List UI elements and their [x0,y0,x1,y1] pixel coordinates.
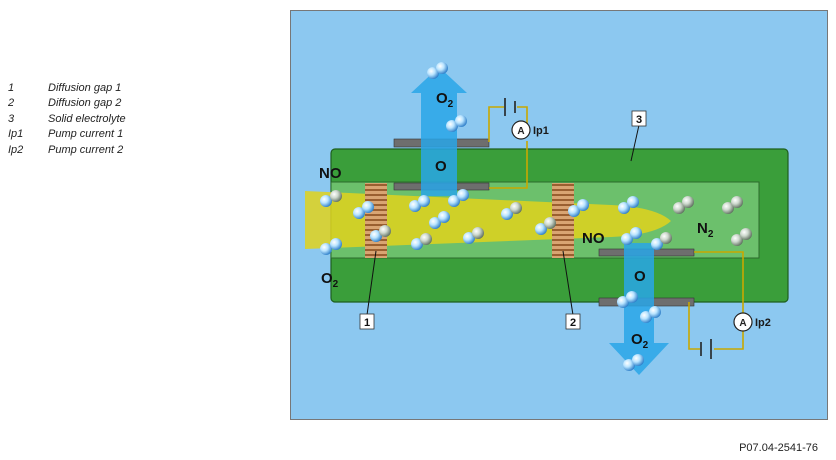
label-n2: N2 [697,220,714,240]
molecule [411,233,432,250]
molecule [535,217,556,235]
molecule [640,306,661,323]
molecule [623,354,644,371]
molecule [722,196,743,214]
molecule [621,227,642,245]
label-no-left: NO [319,165,342,182]
legend-key: 3 [8,112,15,125]
label-o-top: O [435,158,447,175]
molecule [353,201,374,219]
callout-2: 2 [562,250,581,330]
label-o2-top: O2 [436,90,454,110]
legend-text: Diffusion gap 2 [48,97,122,110]
molecule [673,196,694,214]
molecule [618,196,639,214]
molecule [429,211,450,229]
legend-text: Diffusion gap 1 [48,81,122,94]
pump-circuit-1 [488,106,528,189]
callout-3: 3 [630,110,647,162]
legend-row: 1 Diffusion gap 1 [8,80,126,96]
label-o-bottom: O [634,268,646,285]
legend-key: 1 [8,81,15,94]
ammeter-1-symbol: A [517,126,524,137]
ammeter-1 [511,120,531,140]
sensor-diagram-svg: A Ip1 A Ip2 [291,11,827,419]
molecule [448,189,469,207]
molecule [370,225,391,242]
molecule [501,202,522,220]
molecule [651,232,672,250]
label-no-middle: NO [582,230,605,247]
legend-text: Pump current 2 [48,143,124,156]
molecule [409,195,430,212]
ip1-label: Ip1 [533,125,549,137]
sensor-diagram: A Ip1 A Ip2 [290,10,828,420]
ammeter-2 [733,312,753,332]
oxygen-arrow-down [609,243,669,375]
legend-row: 2 Diffusion gap 2 [8,96,126,112]
legend-row: Ip2 Pump current 2 [8,142,126,158]
diffusion-gap-2 [552,183,574,258]
callout-1: 1 [359,250,377,330]
ip2-label: Ip2 [755,317,771,329]
legend-row: Ip1 Pump current 1 [8,127,126,143]
molecules [320,62,752,371]
pump-circuit-2 [688,251,744,350]
molecule [320,238,342,255]
legend-key: Ip2 [8,143,24,156]
callout-1-number: 1 [364,317,370,329]
legend-text: Solid electrolyte [48,112,126,125]
oxygen-arrow-up [411,67,467,196]
callout-2-number: 2 [570,317,576,329]
legend-text: Pump current 1 [48,128,124,141]
legend-key: 2 [8,97,15,110]
diffusion-gap-1 [365,183,387,258]
molecule [617,291,638,308]
molecule [568,199,589,217]
ammeter-2-symbol: A [739,318,746,329]
label-o2-left: O2 [321,270,339,290]
molecule [463,227,484,244]
label-o2-bottom: O2 [631,331,649,351]
battery-2 [700,339,712,359]
molecule [320,190,342,207]
battery-1 [504,98,516,116]
molecule [446,115,467,132]
molecule [427,62,448,79]
legend-key: Ip1 [8,128,24,141]
legend: 1 Diffusion gap 1 2 Diffusion gap 2 3 So… [8,80,126,158]
legend-row: 3 Solid electrolyte [8,111,126,127]
molecule [731,228,752,246]
figure-code: P07.04-2541-76 [739,442,818,454]
callout-3-number: 3 [636,114,642,126]
